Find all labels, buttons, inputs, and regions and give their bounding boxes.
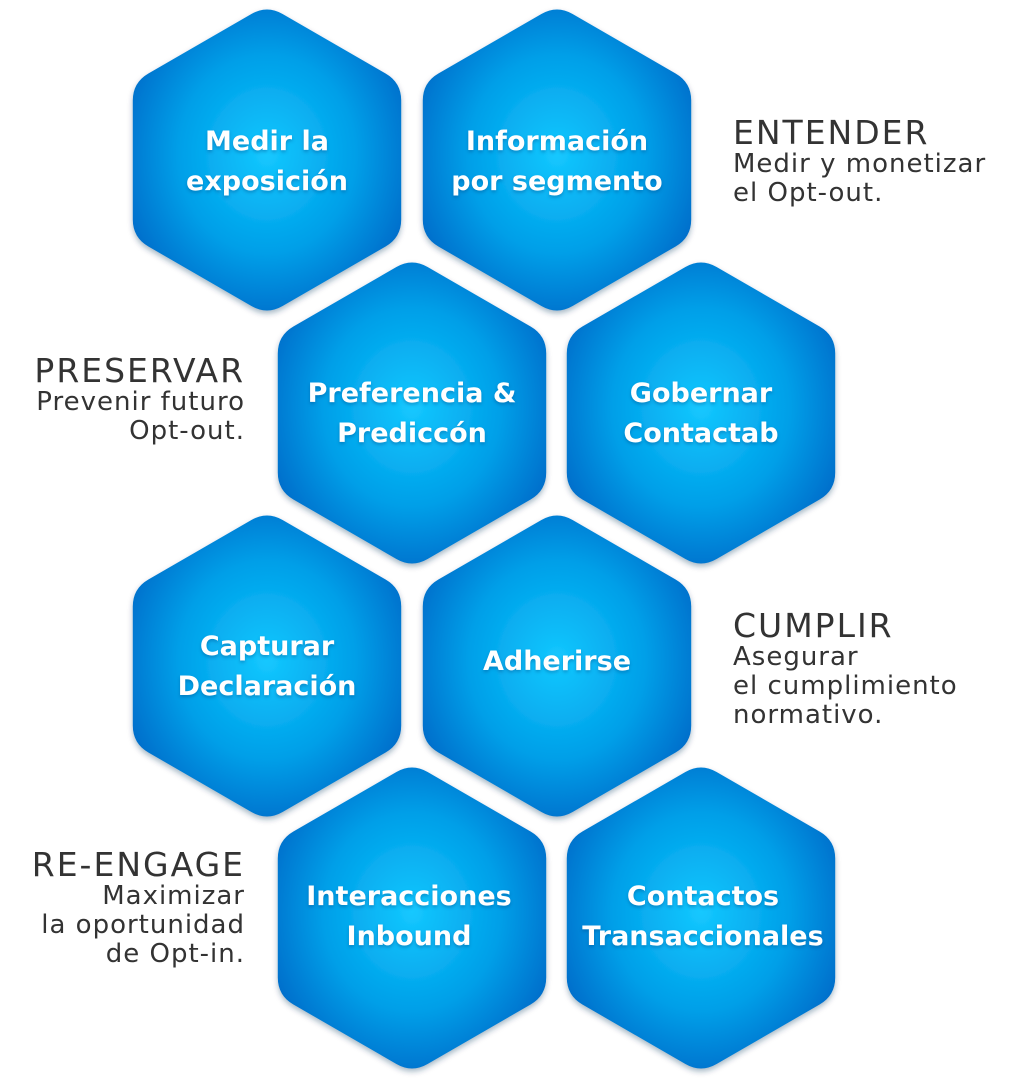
hexagon-8 <box>566 767 836 1069</box>
section-line: Medir y monetizar <box>733 149 987 179</box>
hex-label-preferencia-prediccion: Preferencia & Prediccón <box>262 374 562 454</box>
section-title: ENTENDER <box>733 113 930 152</box>
hex-label-line: Medir la <box>205 126 329 157</box>
hex-label-line: Adherirse <box>482 646 632 677</box>
section-description: Asegurar el cumplimiento normativo. <box>733 643 958 730</box>
section-description: Medir y monetizar el Opt-out. <box>733 150 986 208</box>
hex-label-informacion-segmento: Información por segmento <box>407 122 707 202</box>
hex-label-line: Preferencia & <box>307 378 517 409</box>
hexagon-6 <box>422 515 692 817</box>
hex-label-line: Inbound <box>346 921 472 952</box>
section-line: Maximizar <box>102 881 245 911</box>
section-entender: ENTENDER Medir y monetizar el Opt-out. <box>733 116 986 208</box>
section-description: Prevenir futuro Opt-out. <box>34 388 245 446</box>
hex-label-line: exposición <box>186 166 348 197</box>
hex-label-line: Transaccionales <box>582 921 824 952</box>
hexagon-5 <box>132 515 402 817</box>
hexagon-1 <box>132 9 402 311</box>
hexagon-2 <box>422 9 692 311</box>
hex-label-line: Contactab <box>623 418 779 449</box>
hex-label-line: Declaración <box>177 671 357 702</box>
section-line: la oportunidad <box>41 910 245 940</box>
hexagon-4 <box>566 262 836 564</box>
hex-label-line: por segmento <box>451 166 663 197</box>
section-preservar: PRESERVAR Prevenir futuro Opt-out. <box>34 354 245 446</box>
hex-label-line: Gobernar <box>629 378 773 409</box>
section-line: Prevenir futuro <box>36 387 245 417</box>
section-line: el Opt-out. <box>733 178 884 208</box>
section-cumplir: CUMPLIR Asegurar el cumplimiento normati… <box>733 609 958 730</box>
hex-label-interacciones-inbound: Interacciones Inbound <box>259 877 559 957</box>
section-title: CUMPLIR <box>733 606 894 645</box>
section-title: PRESERVAR <box>34 351 245 390</box>
section-title: RE-ENGAGE <box>31 845 245 884</box>
hex-label-medir-exposicion: Medir la exposición <box>117 122 417 202</box>
hex-label-adherirse: Adherirse <box>407 642 707 682</box>
hex-label-line: Contactos <box>626 881 780 912</box>
hex-label-contactos-transaccionales: Contactos Transaccionales <box>553 877 853 957</box>
hex-label-capturar-declaracion: Capturar Declaración <box>117 627 417 707</box>
hex-label-line: Interacciones <box>306 881 512 912</box>
hex-label-line: Capturar <box>199 631 335 662</box>
section-line: normativo. <box>733 700 884 730</box>
hex-label-line: Información <box>465 126 649 157</box>
hexagon-3 <box>277 262 547 564</box>
hex-label-line: Prediccón <box>337 418 487 449</box>
hex-label-gobernar-contactab: Gobernar Contactab <box>551 374 851 454</box>
section-line: el cumplimiento <box>733 671 958 701</box>
section-line: de Opt-in. <box>105 939 245 969</box>
section-line: Asegurar <box>733 642 859 672</box>
hexagon-7 <box>277 767 547 1069</box>
section-re-engage: RE-ENGAGE Maximizar la oportunidad de Op… <box>32 848 245 969</box>
section-description: Maximizar la oportunidad de Opt-in. <box>32 882 245 969</box>
section-line: Opt-out. <box>129 416 245 446</box>
